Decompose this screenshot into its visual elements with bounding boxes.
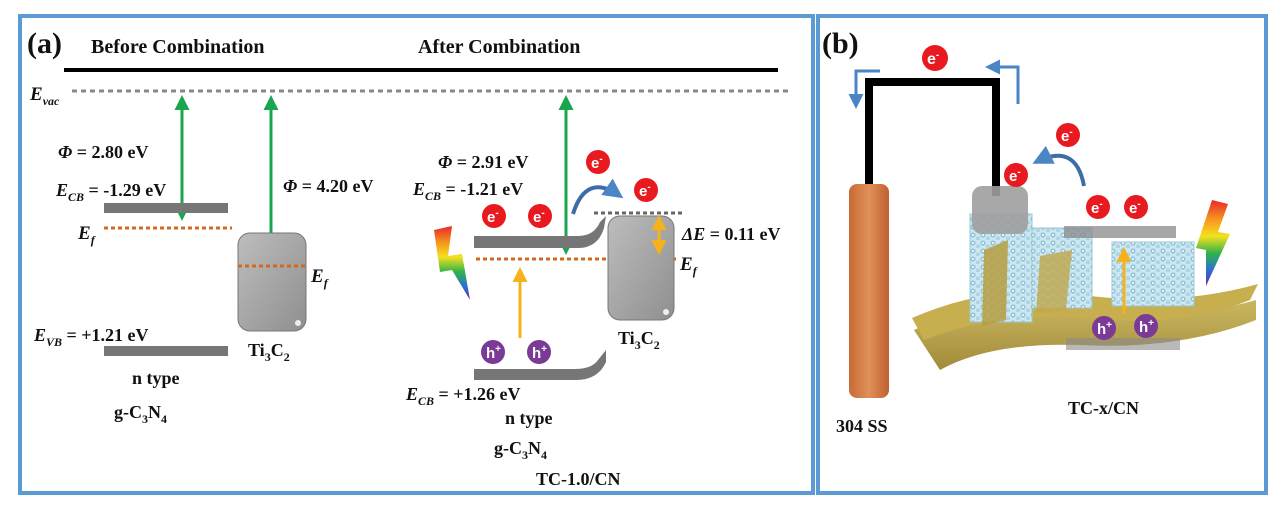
electrode-label: 304 SS (836, 416, 888, 436)
svg-text:h+: h+ (486, 344, 501, 362)
electron-b-2: e- (1004, 163, 1028, 187)
ti3c2-block-before (237, 232, 307, 332)
valence-band-cn (104, 346, 228, 356)
light-bolt-icon-b (1196, 200, 1230, 286)
hole-1: h+ (481, 340, 505, 364)
ecb-cn-label: ECB = -1.29 eV (55, 180, 166, 204)
n-type-label-before: n type (132, 368, 180, 388)
panel-b-frame (816, 14, 1268, 495)
composite-label-a: TC-1.0/CN (536, 469, 621, 489)
current-arrow-left (848, 69, 880, 109)
phi-ti-label: Φ = 4.20 eV (283, 176, 373, 196)
light-bolt-icon (434, 226, 470, 300)
svg-text:e-: e- (1129, 199, 1141, 217)
header-before-combination: Before Combination (91, 36, 265, 58)
svg-text:e-: e- (1091, 199, 1103, 217)
panel-a-label: (a) (27, 27, 62, 60)
conduction-band-after (474, 216, 606, 248)
svg-text:e-: e- (639, 182, 651, 200)
vb-band-b (1066, 338, 1180, 350)
electron-4: e- (634, 178, 658, 202)
current-arrow-right (985, 59, 1020, 104)
electron-2: e- (528, 204, 552, 228)
ef-ti-label: Ef (310, 266, 329, 290)
svg-text:e-: e- (533, 208, 545, 226)
ecb-after-label: ECB = -1.21 eV (412, 179, 523, 203)
304-ss-electrode (849, 184, 889, 398)
ti3c2-block-b (972, 186, 1028, 234)
gcn-flake-1 (982, 240, 1008, 326)
n-type-label-after: n type (505, 408, 553, 428)
gcn-label-before: g-C3N4 (114, 402, 167, 426)
panel-b-label: (b) (822, 27, 859, 60)
electron-3: e- (586, 150, 610, 174)
header-after-combination: After Combination (418, 36, 580, 58)
svg-text:h+: h+ (1139, 318, 1154, 336)
electron-wire: e- (922, 45, 948, 71)
electron-b-4: e- (1124, 195, 1148, 219)
ef-cn-label: Ef (77, 223, 96, 247)
hole-b-2: h+ (1134, 314, 1158, 338)
svg-text:e-: e- (591, 154, 603, 172)
svg-text:h+: h+ (1097, 320, 1112, 338)
electron-flow-arrow-b (1032, 145, 1086, 187)
svg-text:e-: e- (1061, 127, 1073, 145)
svg-text:e-: e- (1009, 167, 1021, 185)
ti3c2-label-after: Ti3C2 (618, 328, 660, 352)
delta-e-label: ΔE = 0.11 eV (681, 224, 781, 244)
ti3c2-highlight (295, 320, 301, 326)
electron-1: e- (482, 204, 506, 228)
ti3c2-block-after (607, 215, 675, 321)
cb-band-b (1064, 226, 1176, 238)
ef-after-label: Ef (679, 254, 698, 278)
electron-b-1: e- (1056, 123, 1080, 147)
hole-2: h+ (527, 340, 551, 364)
gcn-label-after: g-C3N4 (494, 438, 547, 462)
phi-after-label: Φ = 2.91 eV (438, 152, 528, 172)
composite-label-b: TC-x/CN (1068, 398, 1139, 418)
external-circuit-wire (865, 78, 1000, 196)
svg-text:e-: e- (487, 208, 499, 226)
phi-cn-label: Φ = 2.80 eV (58, 142, 148, 162)
gcn-flake-2 (1036, 250, 1072, 314)
electron-transfer-arrow (571, 178, 624, 215)
conduction-band-cn (104, 203, 228, 213)
evac-label: Evac (29, 84, 60, 108)
evb-cn-label: EVB = +1.21 eV (33, 325, 149, 349)
ti3c2-label-before: Ti3C2 (248, 340, 290, 364)
electron-b-3: e- (1086, 195, 1110, 219)
hole-b-1: h+ (1092, 316, 1116, 340)
svg-text:h+: h+ (532, 344, 547, 362)
valence-band-after (474, 350, 606, 380)
svg-text:e-: e- (927, 50, 939, 68)
ecb-after-label-2: ECB = +1.26 eV (405, 384, 521, 408)
ti3c2-highlight-after (663, 309, 669, 315)
panel-a-frame (18, 14, 815, 495)
